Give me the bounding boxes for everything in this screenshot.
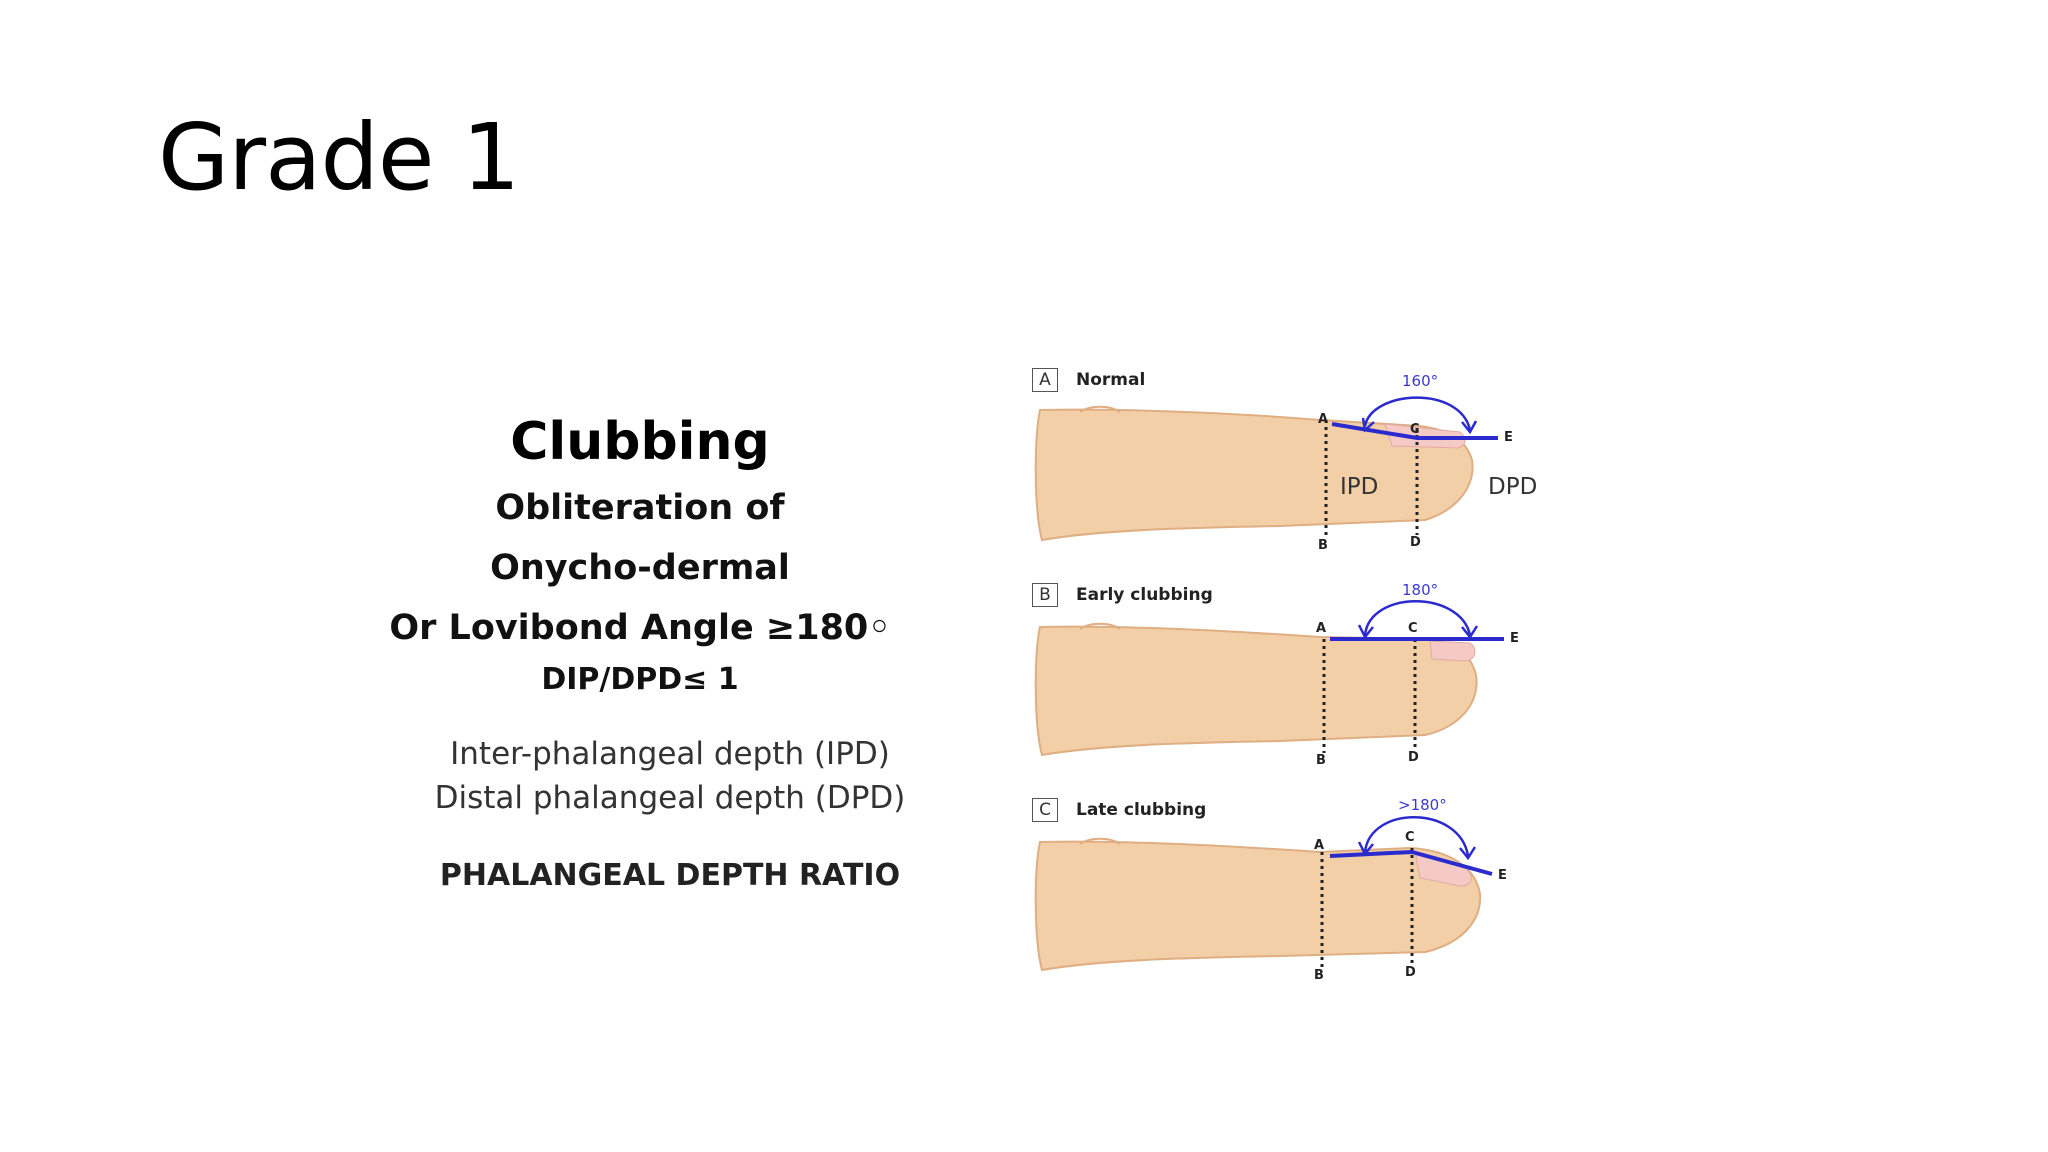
angle-label-early: 180°	[1402, 581, 1439, 599]
panel-label-late-clubbing: Late clubbing	[1076, 800, 1207, 820]
finger-illustration-normal	[1034, 396, 1498, 542]
point-d: D	[1408, 750, 1419, 765]
slide-title: Grade 1	[158, 104, 520, 211]
dpd-measure-label: DPD	[1488, 474, 1538, 500]
panel-late-clubbing: C Late clubbing >180° A C E B D	[1020, 790, 1580, 990]
definition-line-3: Or Lovibond Angle ≥180◦	[389, 608, 891, 648]
angle-label-late: >180°	[1398, 796, 1447, 814]
panel-letter-a: A	[1032, 368, 1058, 392]
point-c: C	[1410, 422, 1420, 437]
point-c: C	[1405, 830, 1415, 845]
point-b: B	[1318, 538, 1328, 553]
panel-label-early-clubbing: Early clubbing	[1076, 585, 1213, 605]
point-a: A	[1316, 621, 1327, 636]
ipd-definition: Inter-phalangeal depth (IPD)	[450, 736, 890, 772]
ipd-measure-label: IPD	[1340, 474, 1379, 500]
point-a: A	[1318, 412, 1329, 427]
ratio-heading: PHALANGEAL DEPTH RATIO	[439, 858, 901, 893]
finger-illustration-early	[1034, 600, 1504, 757]
definition-line-1: Obliteration of	[495, 488, 785, 528]
point-d: D	[1410, 535, 1421, 550]
point-a: A	[1314, 838, 1325, 853]
angle-label-normal: 160°	[1402, 372, 1439, 390]
point-c: C	[1408, 621, 1418, 636]
point-b: B	[1314, 968, 1324, 983]
panel-early-clubbing: B Early clubbing 180° A C E B D	[1020, 575, 1580, 775]
finger-clubbing-figure: A Normal 160° A C E B D IPD DPD B Early …	[1020, 360, 1580, 1010]
point-d: D	[1405, 965, 1416, 980]
definition-line-4: DIP/DPD≤ 1	[541, 662, 739, 697]
point-b: B	[1316, 753, 1326, 768]
panel-normal: A Normal 160° A C E B D IPD DPD	[1020, 360, 1580, 560]
panel-letter-c: C	[1032, 798, 1058, 822]
panel-label-normal: Normal	[1076, 370, 1146, 390]
panel-letter-b: B	[1032, 583, 1058, 607]
definition-line-2: Onycho-dermal	[490, 548, 790, 588]
finger-illustration-late	[1034, 816, 1493, 972]
dpd-definition: Distal phalangeal depth (DPD)	[434, 780, 906, 816]
clubbing-heading: Clubbing	[510, 412, 770, 472]
point-e: E	[1510, 631, 1519, 646]
point-e: E	[1504, 430, 1513, 445]
point-e: E	[1498, 868, 1507, 883]
